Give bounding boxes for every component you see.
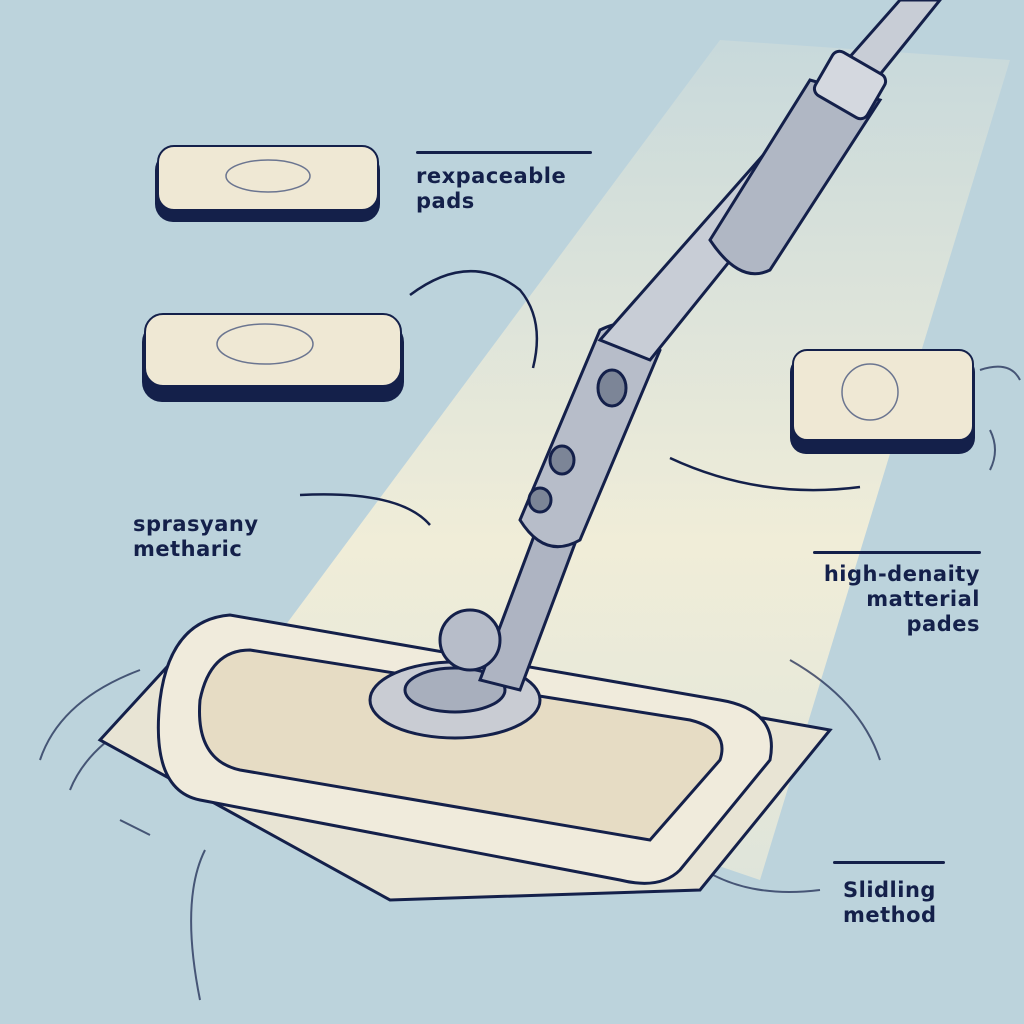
replacement-pad-1 bbox=[155, 145, 380, 222]
label-line: rexpaceable bbox=[416, 164, 567, 188]
label-replaceable-pads: rexpaceable pads bbox=[416, 164, 566, 214]
replacement-pad-3 bbox=[790, 349, 975, 454]
label-line: Slidling bbox=[843, 878, 936, 902]
label-spray-mechanic: sprasyany metharic bbox=[133, 512, 259, 562]
label-rule bbox=[813, 551, 981, 554]
label-line: matterial bbox=[866, 587, 980, 611]
callout-arrows bbox=[299, 270, 861, 526]
label-sliding-method: Slidling method bbox=[843, 878, 937, 928]
label-line: sprasyany bbox=[133, 512, 259, 536]
label-line: pades bbox=[906, 612, 980, 636]
label-line: high-denaity bbox=[823, 562, 980, 586]
label-rule bbox=[833, 861, 945, 864]
mop-handle bbox=[438, 0, 942, 692]
replacement-pad-2 bbox=[142, 313, 404, 402]
label-line: method bbox=[843, 903, 937, 927]
label-rule bbox=[416, 151, 592, 154]
label-line: pads bbox=[416, 189, 475, 213]
label-line: metharic bbox=[133, 537, 243, 561]
label-high-density: high-denaity matterial pades bbox=[808, 562, 980, 637]
